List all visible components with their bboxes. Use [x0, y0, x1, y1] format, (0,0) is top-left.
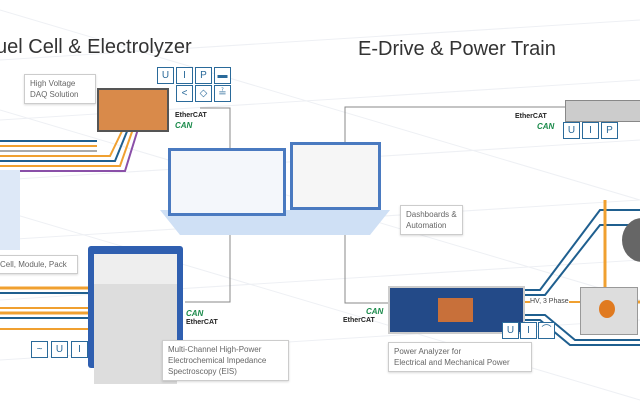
sensor-icon: ▬: [214, 67, 231, 84]
ethercat-logo: EtherCAT: [343, 317, 375, 324]
cell-module-pack-label: Cell, Module, Pack: [0, 255, 78, 274]
power-line1: Power Analyzer for: [394, 347, 462, 356]
voltage-icon: U: [502, 322, 519, 339]
daq-label-line2: DAQ Solution: [30, 90, 79, 99]
bridge-icon: ◇: [195, 85, 212, 102]
can-logo: CAN: [537, 122, 555, 131]
monitor-left[interactable]: [168, 148, 286, 216]
current-icon: I: [176, 67, 193, 84]
power-icon: P: [195, 67, 212, 84]
ethercat-logo: EtherCAT: [515, 113, 547, 120]
cell-stack: [0, 170, 20, 250]
daq-device[interactable]: [97, 88, 169, 132]
cables: [0, 128, 640, 346]
ac-wave-icon: ~: [31, 341, 48, 358]
eis-line2: Electrochemical Impedance: [168, 356, 267, 365]
daq-label-line1: High Voltage: [30, 79, 76, 88]
edrive-daq-device[interactable]: [565, 100, 640, 122]
eis-line1: Multi-Channel High-Power: [168, 345, 262, 354]
voltage-icon: U: [157, 67, 174, 84]
current-sensor: [580, 287, 638, 335]
current-icon: I: [582, 122, 599, 139]
section-title-fuel-cell: uel Cell & Electrolyzer: [0, 36, 192, 58]
section-title-edrive: E-Drive & Power Train: [358, 38, 556, 60]
power-line2: Electrical and Mechanical Power: [394, 358, 510, 367]
can-logo: CAN: [175, 121, 193, 130]
ethercat-logo: EtherCAT: [175, 112, 207, 119]
dashboards-line2: Automation: [406, 221, 447, 230]
voltage-icon: U: [51, 341, 68, 358]
sensor-core: [599, 300, 615, 318]
current-icon: I: [520, 322, 537, 339]
monitor-right[interactable]: [290, 142, 381, 210]
voltage-icon: U: [563, 122, 580, 139]
can-logo: CAN: [366, 307, 384, 316]
hv-3-phase-label: HV, 3 Phase: [530, 298, 569, 305]
can-logo: CAN: [186, 309, 204, 318]
power-analyzer[interactable]: [388, 286, 525, 334]
motor: [622, 218, 640, 262]
dashboards-label: Dashboards & Automation: [400, 205, 463, 235]
eis-line3: Spectroscopy (EIS): [168, 367, 237, 376]
desk-platform: [160, 210, 390, 235]
ethercat-logo: EtherCAT: [186, 319, 218, 326]
analyzer-connectors: [438, 298, 473, 322]
angle-icon: <: [176, 85, 193, 102]
dashboards-line1: Dashboards &: [406, 210, 457, 219]
current-icon: I: [71, 341, 88, 358]
eis-cabinet[interactable]: [88, 246, 183, 384]
power-icon: P: [601, 122, 618, 139]
temperature-icon: ≟: [214, 85, 231, 102]
scope-icon: ⌒: [538, 322, 555, 339]
